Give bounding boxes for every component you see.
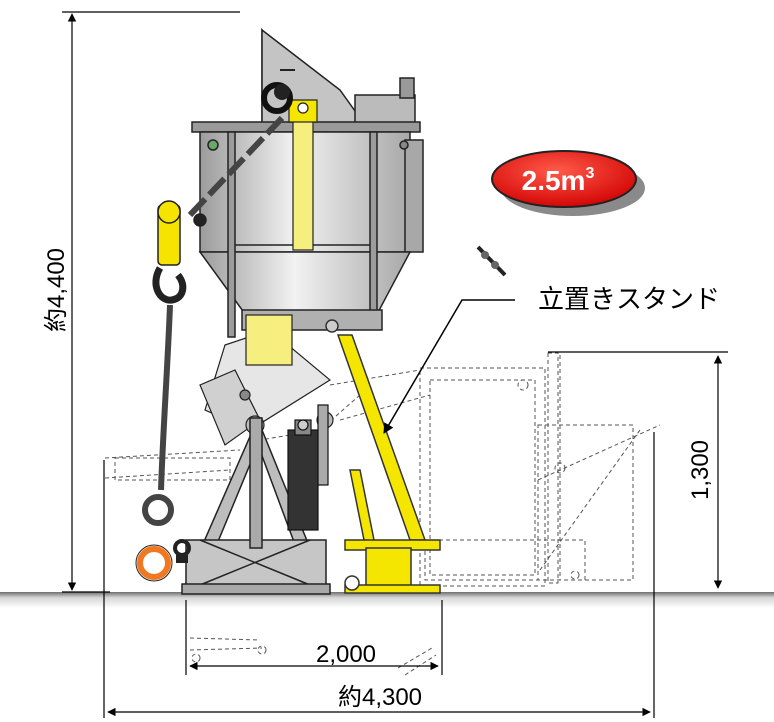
hook xyxy=(152,200,207,304)
capacity-badge: 2.5m3 xyxy=(491,150,645,216)
dim-height-stand: 1,300 xyxy=(687,440,714,500)
folded-outline xyxy=(104,352,661,676)
badge-exponent: 3 xyxy=(585,165,594,182)
svg-text:2.5m3: 2.5m3 xyxy=(522,165,595,196)
callout-label: 立置きスタンド xyxy=(538,284,720,314)
ring-shackle xyxy=(135,539,191,582)
hydraulic-cylinder xyxy=(287,404,329,531)
wire-rope xyxy=(142,115,285,526)
ground xyxy=(0,592,774,608)
callout-leader xyxy=(383,245,515,434)
dim-width-total: 約4,300 xyxy=(338,684,422,711)
dim-width-base: 2,000 xyxy=(316,641,376,668)
dimension-lines xyxy=(62,11,728,718)
lifting-eye xyxy=(261,82,293,114)
standing-stand xyxy=(325,319,441,594)
dim-height-total: 約4,400 xyxy=(43,248,70,332)
tilt-mechanism xyxy=(199,329,334,446)
discharge-chute xyxy=(245,99,318,366)
badge-value: 2.5m xyxy=(522,165,586,196)
